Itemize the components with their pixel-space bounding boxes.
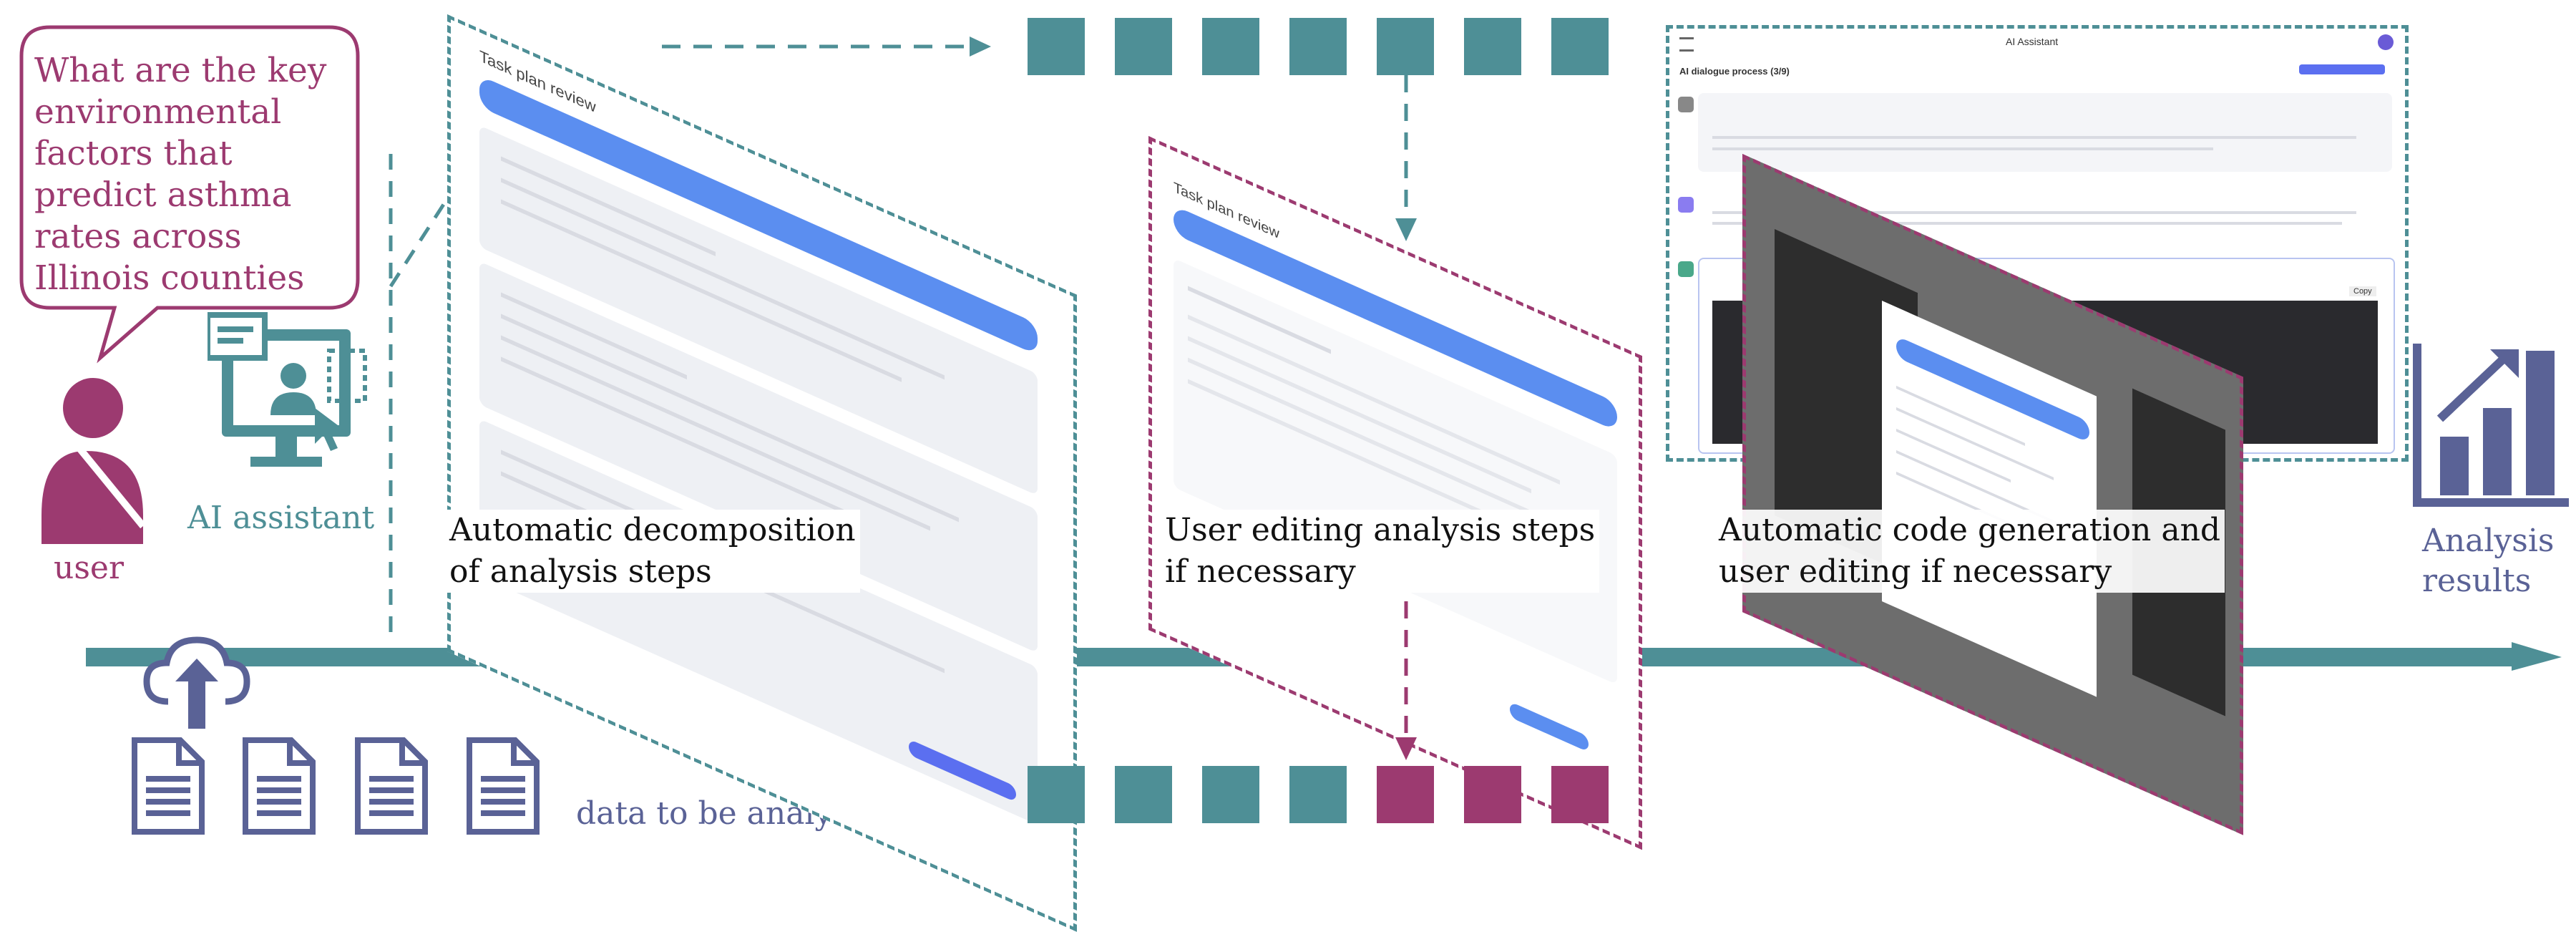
edited-step-square bbox=[1551, 766, 1609, 823]
copy-button[interactable]: Copy bbox=[2349, 286, 2376, 296]
avatar[interactable] bbox=[2378, 34, 2394, 50]
step-square bbox=[1115, 766, 1172, 823]
results-label: Analysis results bbox=[2422, 523, 2555, 599]
user-query-text: What are the key environmental factors t… bbox=[34, 51, 327, 298]
step3-label: Automatic code generation and user editi… bbox=[1714, 510, 2225, 593]
document-icon bbox=[132, 737, 205, 835]
document-icon bbox=[355, 737, 428, 835]
step-square bbox=[1377, 18, 1434, 75]
step-square bbox=[1289, 18, 1347, 75]
step2-label: User editing analysis steps if necessary bbox=[1161, 510, 1600, 593]
step-square bbox=[1464, 18, 1521, 75]
dialogue-title: AI dialogue process (3/9) bbox=[1679, 66, 1790, 77]
connector-arrow-down bbox=[1395, 75, 1417, 241]
edited-step-square bbox=[1464, 766, 1521, 823]
connector-dashed bbox=[389, 154, 453, 637]
ai-assistant-icon bbox=[208, 312, 367, 467]
user-icon bbox=[42, 378, 146, 544]
hamburger-icon[interactable] bbox=[1679, 37, 1694, 52]
step-square bbox=[1028, 766, 1085, 823]
step-square bbox=[1202, 766, 1259, 823]
connector-arrow-down-2 bbox=[1395, 601, 1417, 760]
ai-assistant-label: AI assistant bbox=[187, 500, 375, 536]
connector-arrow-top bbox=[662, 37, 991, 57]
step-square bbox=[1551, 18, 1609, 75]
step-square bbox=[1028, 18, 1085, 75]
step-square bbox=[1202, 18, 1259, 75]
edited-step-square bbox=[1377, 766, 1434, 823]
bar-chart-up-icon bbox=[2413, 344, 2569, 507]
step-square bbox=[1289, 766, 1347, 823]
cloud-upload-icon bbox=[143, 636, 250, 729]
user-label: user bbox=[54, 550, 124, 586]
document-icon bbox=[467, 737, 540, 835]
step-square bbox=[1115, 18, 1172, 75]
app-title: AI Assistant bbox=[2006, 36, 2059, 47]
step1-label: Automatic decomposition of analysis step… bbox=[445, 510, 860, 593]
document-icon bbox=[243, 737, 316, 835]
speech-bubble bbox=[19, 25, 360, 364]
